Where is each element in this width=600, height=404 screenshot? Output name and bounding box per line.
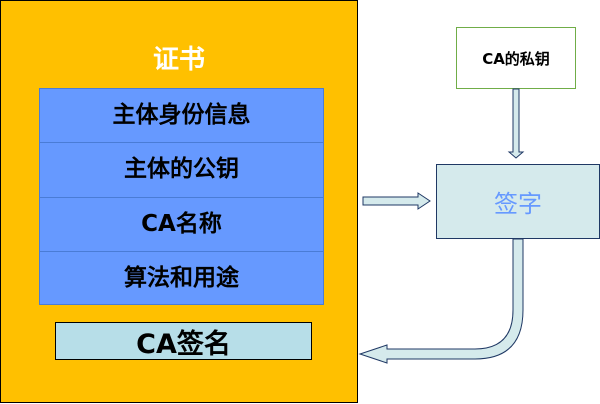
field-subject-public-key: 主体的公钥 <box>40 143 323 198</box>
ca-signature-box: CA签名 <box>55 322 312 360</box>
field-algorithm-usage: 算法和用途 <box>124 264 239 291</box>
ca-private-key-box: CA的私钥 <box>456 27 576 89</box>
sign-box: 签字 <box>436 164 600 239</box>
field-ca-name: CA名称 <box>40 198 323 252</box>
arrow-sign-to-signature <box>358 238 524 364</box>
certificate-fields: 主体身份信息 主体的公钥 CA名称 算法和用途 <box>39 88 324 305</box>
arrow-cert-to-sign <box>362 192 431 210</box>
field-subject-identity: 主体身份信息 <box>40 89 323 144</box>
arrow-key-to-sign <box>507 88 525 159</box>
certificate-title: 证书 <box>152 45 205 75</box>
